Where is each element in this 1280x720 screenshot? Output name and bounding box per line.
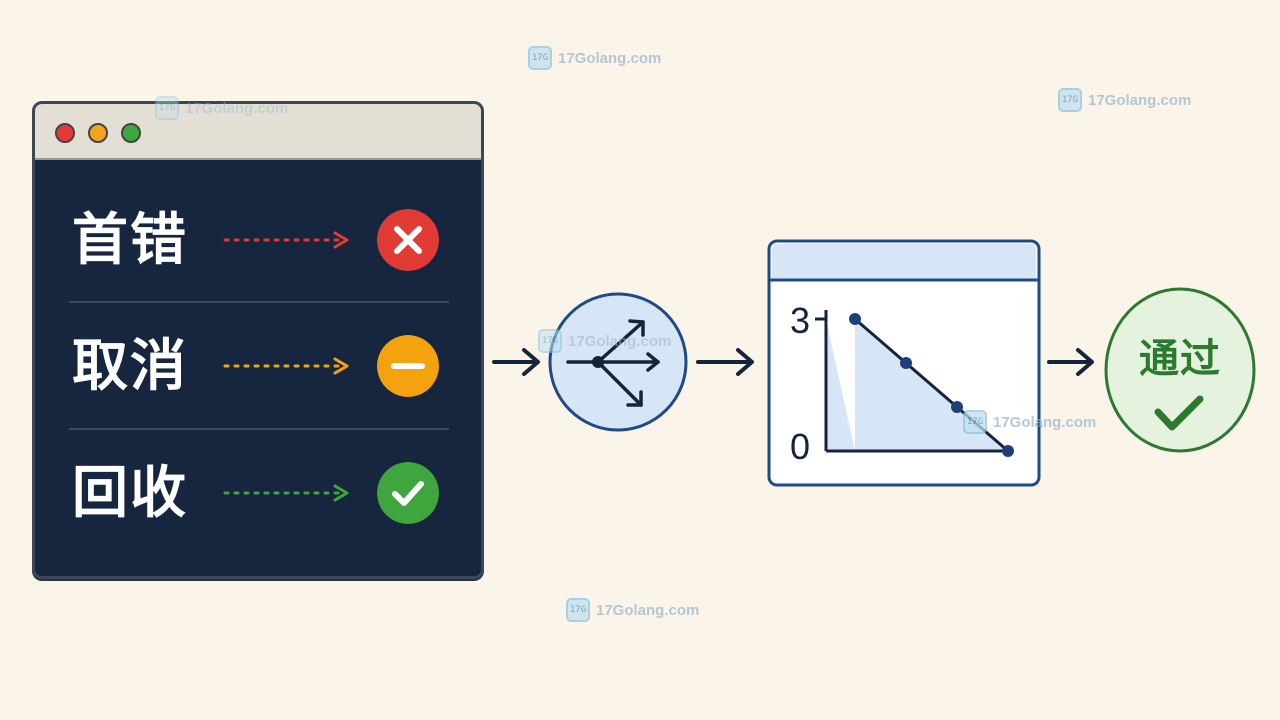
watermark: 17G 17Golang.com [566, 598, 699, 622]
chart-y-min-label: 0 [790, 426, 811, 467]
chart-y-max-label: 3 [790, 300, 811, 341]
watermark-logo-icon: 17G [538, 329, 562, 353]
chart-point [1002, 445, 1014, 457]
close-dot[interactable] [55, 123, 75, 143]
window-titlebar [35, 104, 481, 160]
chart-point [900, 357, 912, 369]
watermark-text: 17Golang.com [1088, 91, 1192, 109]
row-cancel: 取消 [35, 312, 481, 422]
watermark: 17G 17Golang.com [155, 96, 288, 120]
watermark-text: 17Golang.com [568, 332, 672, 350]
pass-badge [1104, 287, 1256, 453]
watermark-logo-icon: 17G [155, 96, 179, 120]
maximize-dot[interactable] [121, 123, 141, 143]
watermark-logo-icon: 17G [528, 46, 552, 70]
flow-arrow-3 [1047, 348, 1094, 376]
watermark: 17G 17Golang.com [1058, 88, 1191, 112]
chart-point [951, 401, 963, 413]
watermark: 17G 17Golang.com [538, 329, 671, 353]
watermark: 17G 17Golang.com [528, 46, 661, 70]
minimize-dot[interactable] [88, 123, 108, 143]
watermark-text: 17Golang.com [596, 601, 700, 619]
pass-checkmark-icon [1154, 395, 1204, 431]
watermark-text: 17Golang.com [558, 49, 662, 67]
dotted-arrow-red [223, 231, 349, 249]
fan-out-icon [548, 292, 688, 432]
row-divider [69, 301, 449, 303]
row-divider [69, 428, 449, 430]
pass-label: 通过 [1139, 336, 1221, 382]
chart-point [849, 313, 861, 325]
watermark: 17G 17Golang.com [963, 410, 1096, 434]
minus-icon [377, 335, 439, 397]
dotted-arrow-orange [223, 357, 349, 375]
outcome-window: 首错 取消 回收 [32, 101, 484, 579]
dotted-arrow-green [223, 484, 349, 502]
row-label-cancel: 取消 [72, 334, 188, 399]
checkmark-icon [377, 462, 439, 524]
watermark-text: 17Golang.com [185, 99, 289, 117]
row-first-error: 首错 [35, 186, 481, 296]
watermark-logo-icon: 17G [963, 410, 987, 434]
chart-area-fill [826, 319, 1008, 451]
flow-arrow-2 [696, 348, 754, 376]
watermark-logo-icon: 17G [1058, 88, 1082, 112]
row-label-first-error: 首错 [72, 208, 188, 273]
flow-arrow-1 [492, 348, 540, 376]
watermark-logo-icon: 17G [566, 598, 590, 622]
row-label-recycle: 回收 [72, 461, 188, 526]
row-recycle: 回收 [35, 439, 481, 549]
x-mark-icon [377, 209, 439, 271]
watermark-text: 17Golang.com [993, 413, 1097, 431]
